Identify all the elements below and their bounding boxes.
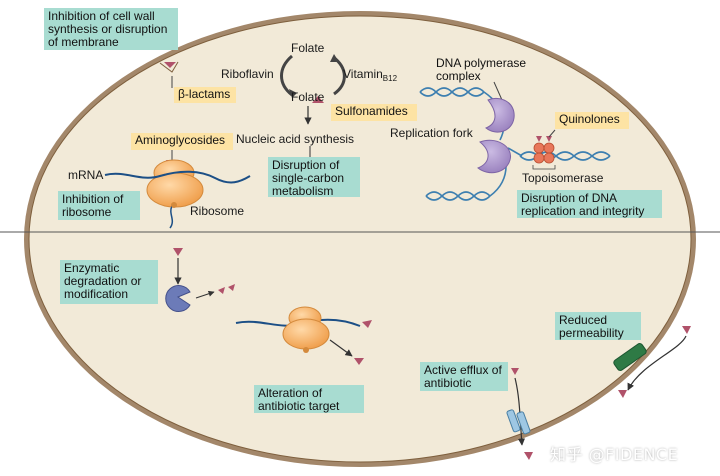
topoisomerase-label: Topoisomerase [522,171,604,185]
quinolones-label: Quinolones [555,112,629,129]
enzyme-pacman [165,285,191,312]
dna-polymerase-label: DNA polymerase complex [436,56,527,83]
ribosome-upper [104,150,251,229]
ribosome-inhibition-label: Inhibition of ribosome [58,191,140,220]
riboflavin-label: Riboflavin [221,67,274,81]
cell-wall-label: Inhibition of cell wall synthesis or dis… [44,8,178,50]
porin [613,326,691,398]
enzyme-degradation [165,248,235,312]
alteration-label: Alteration of antibiotic target [254,385,364,413]
cell-cytoplasm [28,15,692,463]
vitamin-subscript: B12 [383,74,398,83]
efflux-pump [506,368,533,460]
permeability-label: Reduced permeability [555,312,641,340]
single-carbon-label: Disruption of single-carbon metabolism [268,157,360,198]
enzymatic-label: Enzymatic degradation or modification [60,260,158,304]
cell-wall-breach [159,61,179,88]
mrna-label: mRNA [68,168,103,182]
ribosome-label: Ribosome [190,204,244,218]
aminoglycosides-label: Aminoglycosides [131,133,233,150]
beta-lactams-label: β-lactams [174,87,236,103]
watermark: 知乎 @FIDENCE [550,445,679,464]
folate-top-label: Folate [291,41,325,55]
topoisomerase [532,129,556,170]
mrna-strand-upper [104,170,251,184]
replication-fork-label: Replication fork [390,126,474,140]
dna-polymerase [477,81,515,174]
nucleic-acid-label: Nucleic acid synthesis [236,132,354,146]
vitamin-name: Vitamin [343,67,383,81]
vitamin-label: VitaminB12 [343,67,398,83]
folate-bottom-label: Folate [291,90,325,104]
ribosome-altered [235,306,372,365]
folate-cycle [280,54,346,158]
sulfonamides-label: Sulfonamides [331,104,417,121]
dna-disruption-label: Disruption of DNA replication and integr… [517,190,662,218]
efflux-label: Active efflux of antibiotic [420,362,508,391]
